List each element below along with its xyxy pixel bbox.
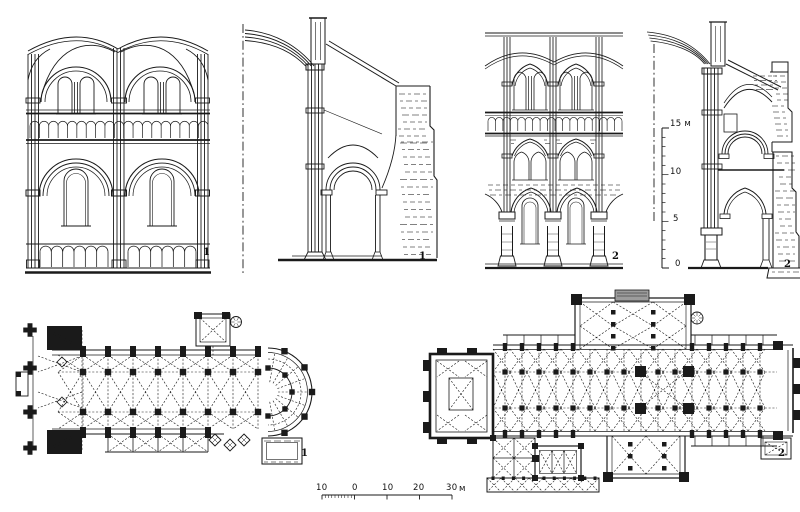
west-block [423,348,495,444]
vertical-scale-label-15m: 15 м [670,119,692,129]
outer-wall-buttress [278,40,438,262]
flying-buttress [723,59,782,133]
south-transept [603,435,689,482]
vault-lattice [492,348,777,432]
triforium [485,111,623,137]
vault-lattice [57,354,262,430]
figure-label-plan-1: 1 [301,448,308,459]
figure-label-section-1: 1 [419,251,426,262]
vault [484,32,624,70]
scale-bar-label-10: 10 [382,483,394,493]
vertical-scale-label-5: 5 [673,214,679,224]
figure-label-elevation-1: 1 [203,247,210,258]
se-annex [261,437,303,465]
apse [265,347,316,437]
south-chapels [105,432,251,453]
figure-label-section-2: 2 [784,259,791,270]
scale-bar-label-left10: 10 [316,483,328,493]
nave-pier [303,63,383,261]
figure-label-elevation-2: 2 [612,251,619,262]
transverse-section-drawing-1 [242,17,438,274]
transverse-section-drawing-2 [646,21,800,279]
vertical-scale-label-0: 0 [675,259,681,269]
scale-bar-label-20: 20 [413,483,425,493]
gallery-arch [718,130,784,171]
scale-bar-label-30: 30 [446,483,458,493]
scale-bar-unit: м [459,484,466,494]
outer-buttress [688,61,800,279]
floor-plan-drawing-1 [15,312,316,465]
scale-ticks [321,494,453,500]
gallery [510,138,596,181]
clerestory [511,63,595,111]
chapter-hall [532,443,584,481]
nave-walls [493,334,777,447]
figure-label-plan-2: 2 [778,448,785,459]
main-arcade [38,158,200,227]
arcade [484,187,624,270]
masonry-band [488,184,620,196]
shafts [501,37,605,212]
vault [244,17,327,67]
north-transept [571,289,704,351]
clerestory [40,66,196,115]
triforium [26,109,210,144]
north-porch [194,312,242,355]
piers [25,48,210,269]
floor-plan-drawing-2 [423,289,800,493]
meter-scale-ticks [661,127,669,269]
nave-pier [700,67,723,269]
vault [646,21,727,67]
horizontal-scale-bar [321,494,453,500]
dado-arcade [25,243,211,274]
nave-walls [52,346,261,438]
arcade-piers [502,366,763,414]
aisle-arch [320,162,388,261]
nave-elevation-drawing-2 [484,32,624,270]
nave-elevation-drawing-1 [25,36,211,274]
east-end [760,341,800,460]
sw-rooms [490,435,539,479]
arcade-arch [719,187,773,269]
scale-bar-label-0: 0 [352,483,358,493]
vault-ribs [27,36,209,95]
vertical-scale-label-10: 10 [670,167,682,177]
